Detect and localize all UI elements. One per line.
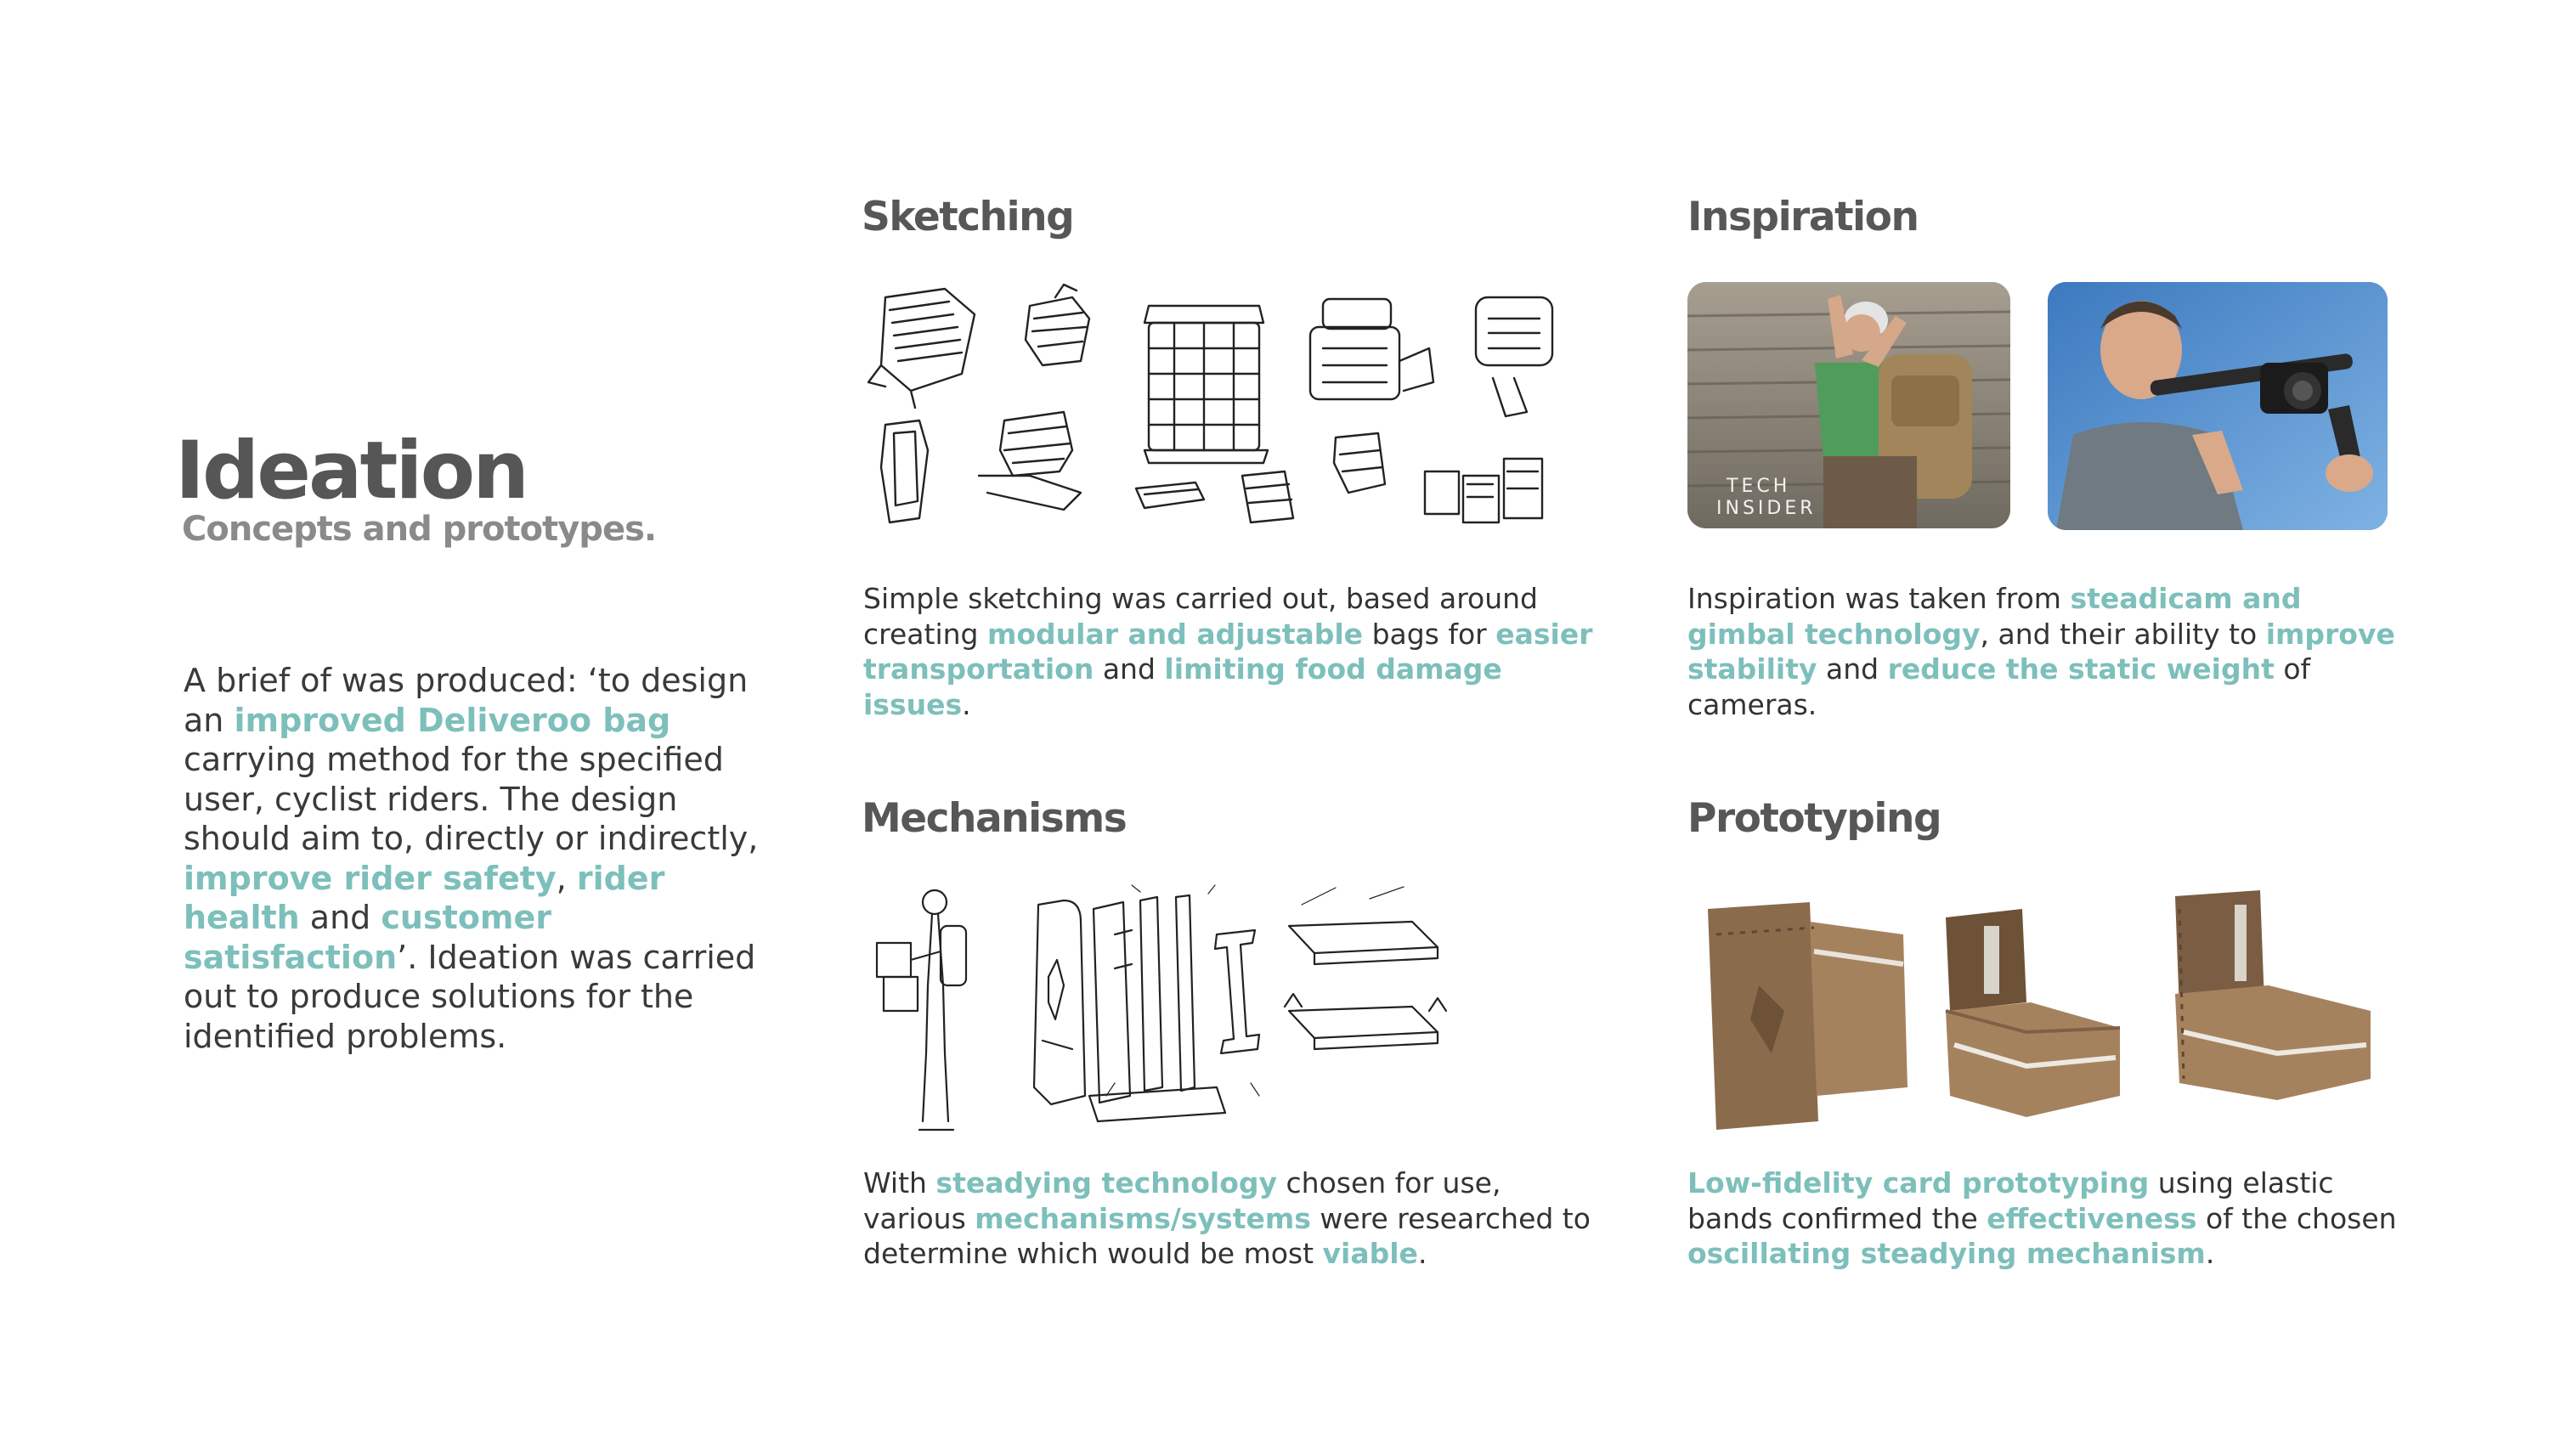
desc-text: With (863, 1166, 936, 1199)
sketch-rider-figure (875, 889, 968, 1132)
desc-text: . (962, 687, 971, 721)
brief-highlight: improved Deliveroo bag (234, 701, 671, 739)
page-subtitle: Concepts and prototypes. (182, 510, 657, 549)
inspiration-photo-gimbal (2048, 282, 2388, 530)
desc-text: using elastic bands confirmed the (1687, 1166, 2334, 1235)
sketch-bag-cooler (1474, 296, 1554, 418)
page-title: Ideation (175, 425, 529, 517)
sketch-backpack (879, 419, 930, 524)
sketching-heading: Sketching (862, 194, 1075, 240)
sketch-bag-stacked (867, 287, 976, 409)
desc-highlight: steadying technology (935, 1166, 1278, 1199)
desc-text: of the chosen (2196, 1201, 2397, 1235)
brief-text: ’. Ideation was carried out to produce s… (184, 938, 756, 1055)
desc-text: of cameras. (1687, 652, 2311, 721)
desc-highlight: limiting food damage issues (863, 652, 1502, 721)
desc-highlight: reduce the static weight (1887, 652, 2275, 686)
brief-text: , (556, 859, 577, 897)
desc-text: were researched to determine which would… (863, 1201, 1591, 1271)
sketch-frame (1088, 894, 1227, 1123)
desc-text: . (1417, 1237, 1427, 1270)
watermark-line-1: TECH (1727, 476, 1791, 497)
sketch-modules (1423, 457, 1544, 524)
tech-insider-watermark: TECH INSIDER (1716, 476, 1817, 520)
brief-text: and (299, 899, 382, 936)
brief-text: carrying method for the specified user, … (184, 741, 759, 857)
desc-text: and (1094, 652, 1165, 686)
prototyping-photos (1691, 883, 2396, 1138)
sketch-bag-folded (1024, 283, 1091, 367)
mechanisms-illustration (860, 883, 1472, 1138)
inspiration-description: Inspiration was taken from steadicam and… (1687, 581, 2418, 722)
prototype-model-1 (1708, 902, 1908, 1130)
desc-text: and (1817, 652, 1888, 686)
sketch-bag-boxes (1308, 297, 1435, 401)
desc-highlight: viable (1322, 1237, 1418, 1270)
watermark-line-2: INSIDER (1716, 498, 1817, 519)
desc-highlight: mechanisms/systems (975, 1201, 1311, 1235)
prototype-model-3 (2175, 890, 2371, 1100)
brief-highlight: improve rider safety (184, 859, 557, 897)
desc-text: Inspiration was taken from (1687, 582, 2071, 615)
sketch-i-beam (1213, 928, 1261, 1055)
sketch-bag-column (1143, 304, 1269, 465)
sketch-small-bag (1241, 470, 1295, 524)
desc-highlight: Low-fidelity card prototyping (1687, 1166, 2150, 1199)
prototyping-description: Low-fidelity card prototyping using elas… (1687, 1165, 2418, 1272)
brief-text: A brief of was produced: ‘to design an (184, 662, 749, 739)
sketch-pouch (1332, 432, 1387, 494)
mechanisms-description: With steadying technology chosen for use… (863, 1165, 1594, 1272)
desc-text: Simple sketching was carried out, based … (863, 582, 1538, 651)
desc-highlight: effectiveness (1987, 1201, 2197, 1235)
desc-text: , and their ability to (1980, 617, 2266, 651)
inspiration-heading: Inspiration (1687, 194, 1919, 240)
sketch-shelves (1283, 920, 1448, 1051)
sketch-rack (977, 410, 1082, 511)
desc-highlight: steadicam and gimbal technology (1687, 582, 2302, 651)
mechanisms-heading: Mechanisms (862, 795, 1128, 842)
desc-text: . (2205, 1237, 2215, 1270)
inspiration-photo-backpack: TECH INSIDER (1687, 282, 2010, 528)
desc-text: chosen for use, various (863, 1166, 1501, 1235)
brief-paragraph: A brief of was produced: ‘to design an i… (184, 661, 761, 1056)
prototyping-heading: Prototyping (1687, 795, 1942, 842)
desc-text: bags for (1363, 617, 1496, 651)
desc-highlight: modular and adjustable (986, 617, 1364, 651)
sketching-description: Simple sketching was carried out, based … (863, 581, 1594, 722)
desc-highlight: easier transportation (863, 617, 1593, 686)
desc-highlight: oscillating steadying mechanism (1687, 1237, 2206, 1270)
prototype-model-2 (1945, 909, 2121, 1117)
brief-highlight: customer satisfaction (184, 899, 551, 976)
brief-highlight: rider health (184, 859, 665, 937)
sketch-back-panel (1032, 899, 1087, 1106)
sketching-illustration (860, 280, 1557, 527)
sketch-flat-box (1134, 481, 1206, 510)
desc-highlight: improve stability (1687, 617, 2395, 686)
